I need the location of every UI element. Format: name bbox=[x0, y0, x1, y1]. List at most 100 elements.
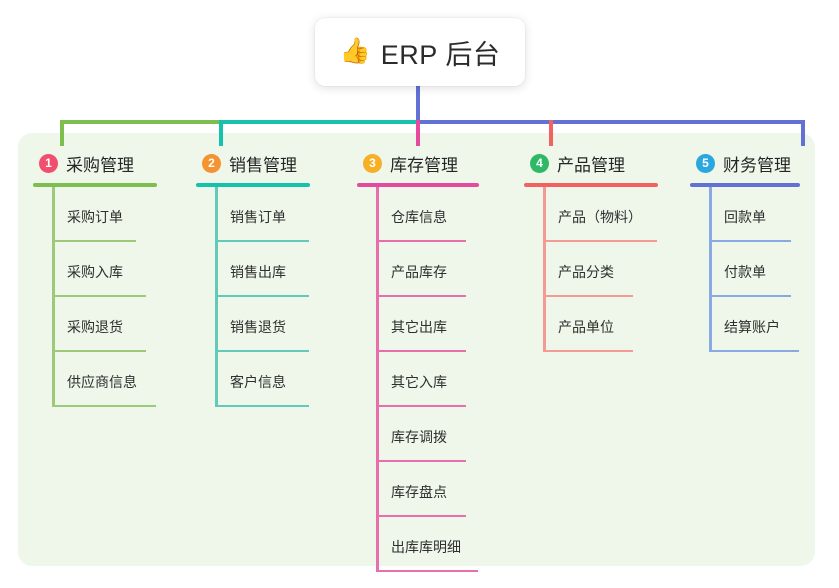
list-item-rule bbox=[54, 240, 136, 242]
list-item-label: 产品库存 bbox=[391, 264, 447, 280]
connector-bar-segment-4 bbox=[549, 120, 805, 124]
list-item-rule bbox=[217, 240, 309, 242]
list-item[interactable]: 结算账户 bbox=[711, 297, 800, 352]
list-item[interactable]: 其它入库 bbox=[378, 352, 479, 407]
list-item[interactable]: 销售退货 bbox=[217, 297, 310, 352]
list-item-label: 其它入库 bbox=[391, 374, 447, 390]
list-item[interactable]: 产品单位 bbox=[545, 297, 658, 352]
list-item-rule bbox=[545, 295, 633, 297]
list-item-rule bbox=[378, 240, 466, 242]
list-item-rule bbox=[378, 570, 478, 572]
list-item-label: 库存盘点 bbox=[391, 484, 447, 500]
list-item-rule bbox=[545, 350, 633, 352]
page-title: ERP 后台 bbox=[380, 39, 501, 70]
list-item-rule bbox=[54, 295, 146, 297]
column-2: 2 销售管理销售订单销售出库销售退货客户信息 bbox=[196, 148, 310, 407]
list-item[interactable]: 采购入库 bbox=[54, 242, 157, 297]
list-item[interactable]: 库存调拨 bbox=[378, 407, 479, 462]
branch-stem-3 bbox=[416, 120, 420, 146]
list-item[interactable]: 库存盘点 bbox=[378, 462, 479, 517]
column-badge-2: 2 bbox=[202, 153, 221, 173]
list-item-label: 采购入库 bbox=[67, 264, 123, 280]
list-item-rule bbox=[378, 350, 466, 352]
column-4: 4 产品管理产品（物料） 产品分类产品单位 bbox=[524, 148, 658, 352]
list-item[interactable]: 仓库信息 bbox=[378, 187, 479, 242]
list-item[interactable]: 产品库存 bbox=[378, 242, 479, 297]
column-spine-2 bbox=[215, 187, 218, 407]
column-items-4: 产品（物料） 产品分类产品单位 bbox=[524, 187, 658, 352]
connector-bar-segment-1 bbox=[60, 120, 223, 124]
column-title-4: 产品管理 bbox=[557, 155, 625, 175]
list-item-label: 采购订单 bbox=[67, 209, 123, 225]
column-title-1: 采购管理 bbox=[66, 155, 134, 175]
list-item[interactable]: 客户信息 bbox=[217, 352, 310, 407]
root-stem bbox=[416, 86, 420, 124]
column-header-5[interactable]: 5 财务管理 bbox=[690, 148, 800, 178]
list-item[interactable]: 回款单 bbox=[711, 187, 800, 242]
list-item[interactable]: 供应商信息 bbox=[54, 352, 157, 407]
list-item-label: 付款单 bbox=[724, 264, 766, 280]
background-panel bbox=[18, 133, 815, 566]
list-item-rule bbox=[545, 240, 657, 242]
connector-bar-segment-2 bbox=[219, 120, 420, 124]
list-item[interactable]: 采购退货 bbox=[54, 297, 157, 352]
list-item[interactable]: 采购订单 bbox=[54, 187, 157, 242]
list-item-rule bbox=[378, 515, 466, 517]
list-item-rule bbox=[711, 240, 791, 242]
column-items-1: 采购订单采购入库采购退货供应商信息 bbox=[33, 187, 157, 407]
list-item-label: 产品单位 bbox=[558, 319, 614, 335]
list-item-rule bbox=[711, 350, 799, 352]
list-item-label: 供应商信息 bbox=[67, 374, 137, 390]
column-title-5: 财务管理 bbox=[723, 155, 791, 175]
list-item[interactable]: 出库库明细 bbox=[378, 517, 479, 572]
list-item[interactable]: 产品分类 bbox=[545, 242, 658, 297]
column-5: 5 财务管理回款单付款单结算账户 bbox=[690, 148, 800, 352]
column-rule-4 bbox=[524, 183, 658, 187]
list-item[interactable]: 销售出库 bbox=[217, 242, 310, 297]
connector-bar-segment-3 bbox=[416, 120, 553, 124]
column-items-5: 回款单付款单结算账户 bbox=[690, 187, 800, 352]
list-item-label: 库存调拨 bbox=[391, 429, 447, 445]
column-badge-5: 5 bbox=[696, 153, 715, 173]
list-item-label: 客户信息 bbox=[230, 374, 286, 390]
column-spine-1 bbox=[52, 187, 55, 407]
list-item-rule bbox=[54, 405, 156, 407]
list-item-rule bbox=[378, 295, 466, 297]
root-node-card[interactable]: 👍 ERP 后台 bbox=[315, 18, 525, 86]
column-spine-3 bbox=[376, 187, 379, 572]
column-rule-1 bbox=[33, 183, 157, 187]
branch-stem-5 bbox=[801, 120, 805, 146]
list-item-label: 产品（物料） bbox=[558, 209, 642, 225]
branch-stem-1 bbox=[60, 120, 64, 146]
list-item-rule bbox=[217, 295, 309, 297]
thumbs-up-icon: 👍 bbox=[339, 36, 371, 65]
list-item-label: 仓库信息 bbox=[391, 209, 447, 225]
list-item-rule bbox=[711, 295, 791, 297]
list-item[interactable]: 销售订单 bbox=[217, 187, 310, 242]
list-item[interactable]: 产品（物料） bbox=[545, 187, 658, 242]
column-spine-5 bbox=[709, 187, 712, 352]
list-item-rule bbox=[54, 350, 146, 352]
column-1: 1 采购管理采购订单采购入库采购退货供应商信息 bbox=[33, 148, 157, 407]
list-item-label: 其它出库 bbox=[391, 319, 447, 335]
column-badge-4: 4 bbox=[530, 153, 549, 173]
list-item-label: 销售出库 bbox=[230, 264, 286, 280]
column-badge-3: 3 bbox=[363, 153, 382, 173]
column-title-2: 销售管理 bbox=[229, 155, 297, 175]
list-item-label: 出库库明细 bbox=[391, 539, 461, 555]
list-item[interactable]: 付款单 bbox=[711, 242, 800, 297]
list-item-label: 产品分类 bbox=[558, 264, 614, 280]
list-item-label: 回款单 bbox=[724, 209, 766, 225]
list-item-rule bbox=[378, 460, 466, 462]
list-item-rule bbox=[217, 350, 309, 352]
column-rule-2 bbox=[196, 183, 310, 187]
column-header-2[interactable]: 2 销售管理 bbox=[196, 148, 310, 178]
list-item[interactable]: 其它出库 bbox=[378, 297, 479, 352]
list-item-label: 结算账户 bbox=[724, 319, 780, 335]
column-badge-1: 1 bbox=[39, 153, 58, 173]
list-item-label: 销售订单 bbox=[230, 209, 286, 225]
column-header-1[interactable]: 1 采购管理 bbox=[33, 148, 157, 178]
column-header-4[interactable]: 4 产品管理 bbox=[524, 148, 658, 178]
